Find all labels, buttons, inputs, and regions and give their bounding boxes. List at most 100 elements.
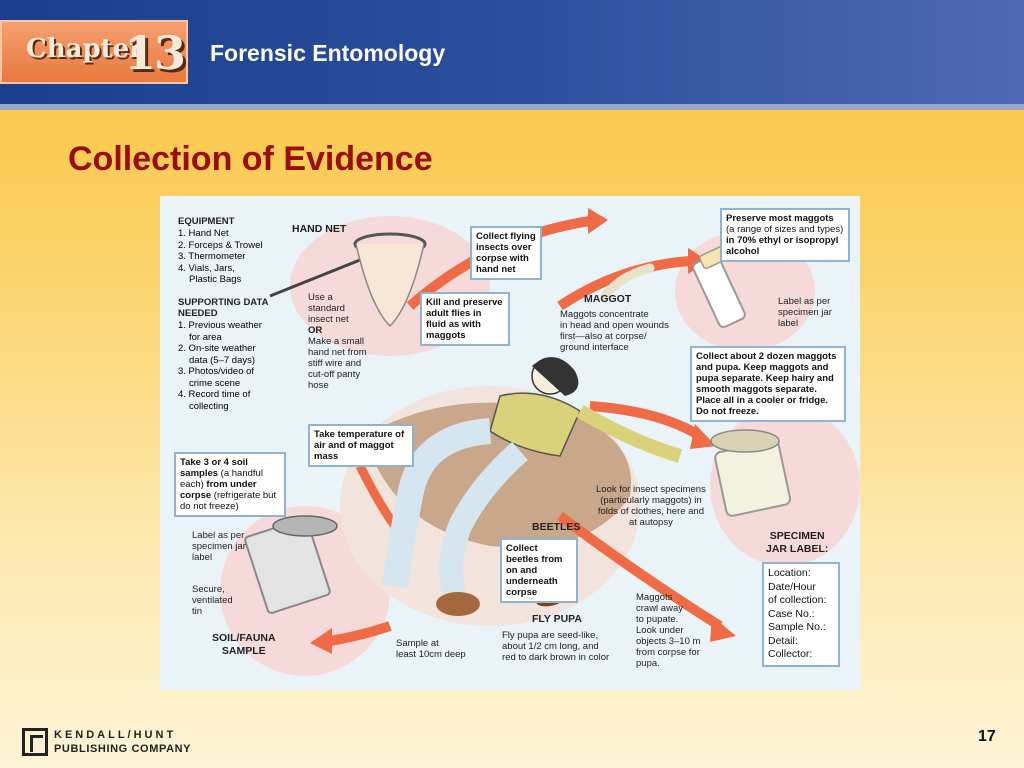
- chapter-badge: Chapter 13: [0, 20, 188, 84]
- look-specimens-line: folds of clothes, here and: [597, 506, 704, 517]
- maggots-crawl-line: Maggots: [636, 592, 673, 603]
- soil-sample-note: Take 3 or 4 soil samples (a handful each…: [174, 452, 286, 517]
- soil-fauna-label: SOIL/FAUNA SAMPLE: [212, 632, 276, 658]
- label-tin-line: label: [192, 552, 213, 563]
- sample-depth-line: Sample at: [396, 638, 439, 649]
- supporting-item: data (5–7 days): [189, 354, 256, 366]
- maggot-illustration: [600, 263, 655, 301]
- publisher-logo: KENDALL/HUNT PUBLISHING COMPANY: [22, 728, 192, 758]
- look-specimens-line: (particularly maggots) in: [600, 495, 702, 506]
- sample-depth-note: Sample at least 10cm deep: [396, 638, 466, 660]
- arrow-to-soil: [329, 621, 392, 646]
- maggots-crawl-line: objects 3–10 m: [636, 636, 701, 647]
- preserve-bold: Preserve most maggots: [726, 213, 834, 224]
- label-vial-line: specimen jar: [778, 307, 832, 318]
- corpse-hair: [532, 357, 579, 396]
- jar-label-fields: Location: Date/Hour of collection: Case …: [762, 562, 840, 667]
- maggot-label: MAGGOT: [584, 293, 632, 305]
- equipment-list: 1. Hand Net 2. Forceps & Trowel 3. Therm…: [178, 228, 262, 286]
- hand-net-label: HAND NET: [292, 223, 347, 235]
- supporting-item: collecting: [189, 400, 229, 412]
- equipment-item: 3. Thermometer: [178, 251, 246, 262]
- label-vial-line: Label as per: [778, 296, 831, 307]
- look-specimens-note: Look for insect specimens (particularly …: [596, 484, 706, 528]
- supporting-heading: SUPPORTING DATA NEEDED: [178, 297, 268, 319]
- specimen-jar-line: JAR LABEL:: [766, 543, 829, 555]
- equipment-item: 1. Hand Net: [178, 228, 229, 239]
- beetles-label: BEETLES: [532, 521, 581, 533]
- label-tin-line: specimen jar: [192, 541, 246, 552]
- net-note-line: hand net from: [308, 347, 367, 358]
- supporting-list: 1. Previous weather for area 2. On-site …: [178, 320, 262, 412]
- logo-bottom-text: PUBLISHING COMPANY: [54, 743, 192, 755]
- secure-tin-line: Secure,: [192, 584, 225, 595]
- corpse-legs: [382, 418, 492, 588]
- fly-pupa-line: red to dark brown in color: [502, 652, 610, 663]
- maggots-crawl-note: Maggots crawl away to pupate. Look under…: [636, 592, 700, 669]
- arrow-head-pupa: [710, 616, 736, 642]
- supporting-heading-line: SUPPORTING DATA: [178, 297, 269, 308]
- jar-lid: [710, 429, 780, 453]
- fly-pupa-note: Fly pupa are seed-like, about 1/2 cm lon…: [502, 630, 609, 663]
- jar-field: Case No.:: [768, 607, 815, 620]
- supporting-item: crime scene: [189, 377, 241, 389]
- collect-dozen-note: Collect about 2 dozen maggots and pupa. …: [690, 346, 846, 422]
- page-number: 17: [978, 728, 996, 745]
- soil-normal-1: (a handful each): [180, 468, 263, 490]
- net-note-line: standard: [308, 303, 345, 314]
- chapter-number: 13: [124, 26, 186, 80]
- header-title: Forensic Entomology: [210, 40, 446, 66]
- look-specimens-line: at autopsy: [629, 517, 673, 528]
- net-handle: [269, 254, 371, 298]
- maggot-note-line: ground interface: [560, 342, 629, 353]
- preserve-note: Preserve most maggots (a range of sizes …: [720, 208, 850, 262]
- net-note-or: OR: [308, 325, 323, 336]
- slide-title: Collection of Evidence: [68, 140, 433, 178]
- corpse-arm: [576, 404, 683, 463]
- net-note-line: Use a: [308, 292, 333, 303]
- label-tin-note: Label as per specimen jar label: [192, 530, 246, 563]
- label-tin-line: Label as per: [192, 530, 245, 541]
- secure-tin-note: Secure, ventilated tin: [192, 584, 233, 617]
- fly-pupa-line: about 1/2 cm long, and: [502, 641, 599, 652]
- jar-field: Detail:: [768, 634, 798, 647]
- soil-bold: Take 3 or 4 soil samples: [180, 457, 248, 479]
- label-vial-line: label: [778, 318, 799, 329]
- soil-fauna-line: SOIL/FAUNA: [212, 632, 276, 644]
- net-note-line: hose: [308, 380, 329, 391]
- jar-field: Sample No.:: [768, 621, 826, 633]
- net-note-line: Make a small: [308, 336, 364, 347]
- logo-top-text: KENDALL/HUNT: [54, 729, 177, 741]
- slide-header: Chapter 13 Forensic Entomology: [0, 0, 1024, 110]
- secure-tin-line: ventilated: [192, 595, 233, 606]
- take-temp-note: Take temperature of air and of maggot ma…: [308, 424, 414, 467]
- maggots-crawl-line: from corpse for: [636, 647, 700, 658]
- equipment-item: 2. Forceps & Trowel: [178, 239, 263, 251]
- evidence-collection-figure: EQUIPMENT 1. Hand Net 2. Forceps & Trowe…: [160, 196, 860, 690]
- net-note-line: insect net: [308, 314, 349, 325]
- corpse-shoe: [436, 592, 480, 616]
- equipment-item: 4. Vials, Jars,: [178, 262, 235, 274]
- arrow-head-flying: [588, 208, 608, 234]
- maggot-note: Maggots concentrate in head and open wou…: [560, 309, 669, 353]
- collect-flying-note: Collect flying insects over corpse with …: [470, 226, 542, 280]
- supporting-heading-line: NEEDED: [178, 308, 218, 319]
- jar-field: Date/Hour: [768, 580, 816, 593]
- arrow-head-jar: [690, 424, 716, 449]
- arrow-to-jar: [589, 401, 703, 441]
- maggot-note-line: first—also at corpse/: [560, 331, 647, 342]
- maggot-note-line: Maggots concentrate: [560, 309, 649, 320]
- net-note: Use a standard insect net OR Make a smal…: [308, 292, 367, 391]
- fly-pupa-label: FLY PUPA: [532, 613, 582, 625]
- corpse-torso: [489, 392, 581, 457]
- specimen-jar-heading: SPECIMEN JAR LABEL:: [766, 530, 828, 556]
- maggots-crawl-line: to pupate.: [636, 614, 679, 625]
- arrow-head-soil: [310, 628, 332, 654]
- collect-beetles-note: Collect beetles from on and underneath c…: [500, 538, 578, 603]
- corpse-leg-2: [439, 441, 528, 600]
- maggots-crawl-line: Look under: [636, 625, 684, 636]
- specimen-jar-line: SPECIMEN: [769, 530, 825, 542]
- supporting-item: 2. On-site weather: [178, 343, 256, 354]
- maggots-crawl-line: pupa.: [636, 658, 660, 669]
- soil-normal-2: (refrigerate but do not freeze): [180, 490, 277, 512]
